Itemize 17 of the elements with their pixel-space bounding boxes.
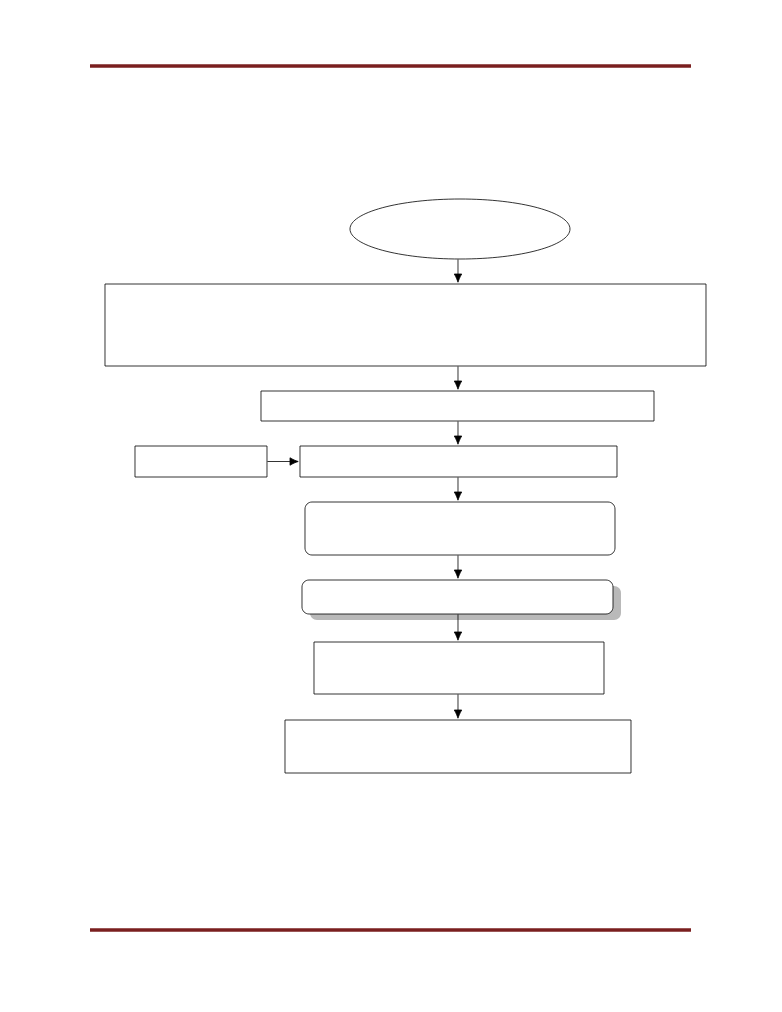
arrow	[453, 614, 463, 641]
arrow	[267, 457, 299, 466]
arrow	[453, 421, 463, 445]
arrow	[453, 477, 463, 501]
process-box	[104, 283, 707, 367]
arrow	[453, 366, 463, 390]
process-box	[260, 390, 655, 422]
process-box	[299, 445, 618, 478]
process-box	[134, 445, 268, 478]
rounded-box	[301, 579, 621, 620]
oval	[349, 198, 571, 260]
process-box	[284, 719, 632, 774]
arrow	[453, 694, 463, 719]
arrow	[453, 259, 463, 283]
process-box	[313, 641, 605, 695]
rounded-box	[304, 501, 616, 556]
arrow	[453, 555, 463, 579]
